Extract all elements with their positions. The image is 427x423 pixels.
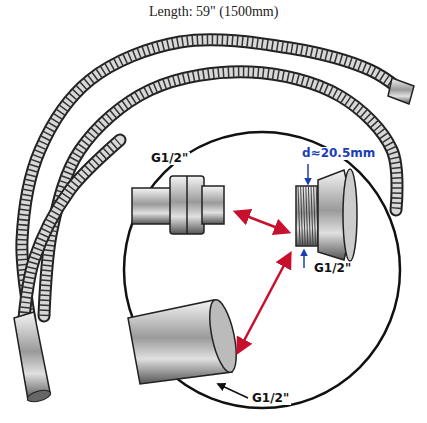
thread-label: G1/2" bbox=[149, 152, 190, 165]
connection-arrow bbox=[238, 254, 290, 352]
thread-label: G1/2" bbox=[312, 262, 353, 275]
magnifier-circle bbox=[124, 132, 400, 408]
hose-end-fitting bbox=[14, 312, 52, 404]
thread bbox=[303, 186, 305, 246]
hose-coil bbox=[24, 140, 120, 318]
dimension-leader bbox=[307, 164, 309, 184]
thread bbox=[301, 186, 303, 246]
thread bbox=[311, 186, 313, 246]
hose-end-fitting bbox=[388, 78, 414, 104]
thread bbox=[314, 186, 316, 246]
thread bbox=[308, 186, 310, 246]
thread-label: G1/2" bbox=[250, 392, 291, 405]
hose-ribs bbox=[24, 140, 120, 318]
cone-fitting bbox=[128, 298, 241, 384]
connection-arrow bbox=[236, 212, 288, 232]
leader-line bbox=[218, 384, 248, 398]
thread bbox=[306, 186, 308, 246]
threaded-adapter bbox=[296, 169, 357, 261]
nut-fitting bbox=[132, 176, 224, 234]
dimension-leader bbox=[303, 250, 305, 268]
length-title: Length: 59" (1500mm) bbox=[147, 4, 280, 19]
dimension-label: d≈20.5mm bbox=[300, 147, 377, 160]
thread bbox=[298, 186, 300, 246]
hose-coil bbox=[24, 140, 120, 318]
